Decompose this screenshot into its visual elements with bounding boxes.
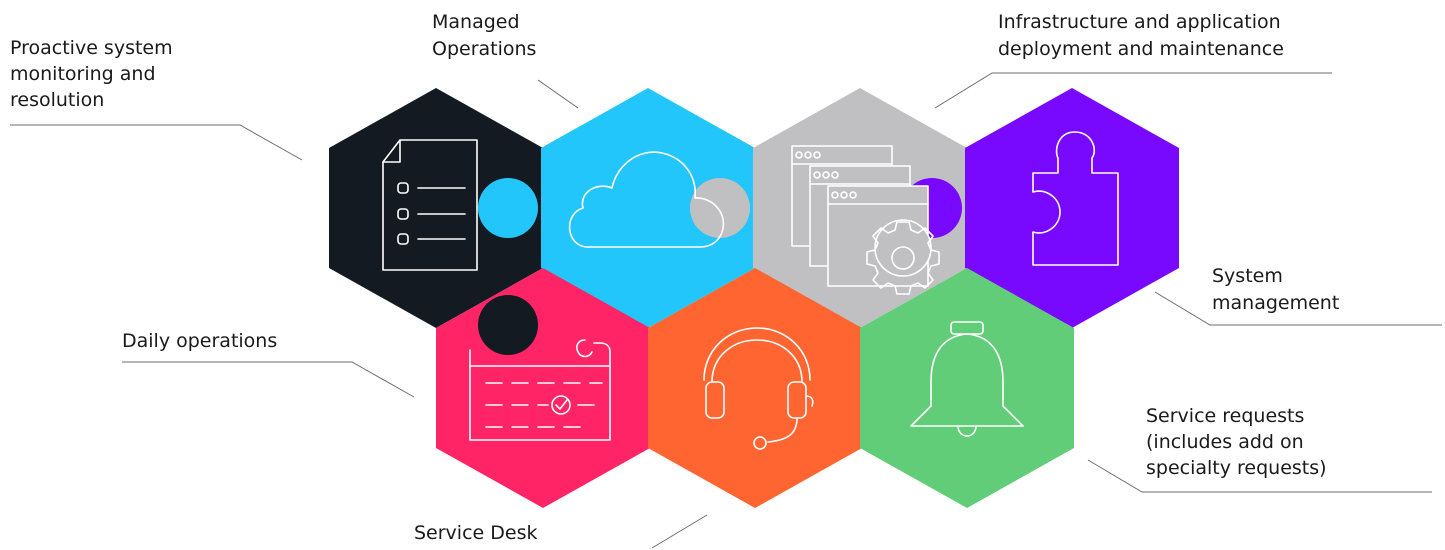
headset-icon — [703, 327, 814, 450]
label-service-desk-line-1: Service Desk — [414, 522, 537, 544]
label-proactive-line-2: monitoring and — [10, 63, 156, 85]
label-managed-line-1: Managed — [432, 11, 520, 33]
windows-gear-icon — [791, 145, 940, 295]
label-daily: Daily operations — [122, 330, 277, 352]
bell-icon — [910, 321, 1024, 437]
label-service-desk: Service Desk — [414, 522, 537, 544]
label-service-requests-line-1: Service requests — [1146, 405, 1304, 427]
knob-managed — [478, 178, 538, 238]
leader-infrastructure — [934, 72, 1332, 109]
leader-managed — [537, 79, 579, 109]
knob-service-requests — [860, 358, 920, 418]
label-system-line-1: System — [1212, 265, 1283, 287]
label-daily-line-1: Daily operations — [122, 330, 277, 352]
hex-service-desk — [648, 268, 862, 508]
label-managed-line-2: Operations — [432, 38, 536, 60]
label-infrastructure: Infrastructure and application deploymen… — [998, 11, 1287, 60]
leader-system — [1154, 291, 1442, 326]
label-service-requests-line-2: (includes add on — [1146, 431, 1304, 453]
puzzle-piece-icon — [1032, 131, 1119, 266]
label-infrastructure-line-1: Infrastructure and application — [998, 11, 1281, 33]
checklist-icon — [382, 139, 478, 271]
label-infrastructure-line-2: deployment and maintenance — [998, 38, 1284, 60]
label-proactive-line-3: resolution — [10, 89, 104, 111]
label-system-line-2: management — [1212, 292, 1339, 314]
hex-service-requests — [860, 268, 1074, 508]
label-system: System management — [1212, 265, 1339, 314]
knob-system-bottom — [1008, 238, 1068, 298]
hexagon-pieces — [329, 88, 1179, 508]
knob-proactive-bottom — [478, 295, 538, 355]
calendar-icon — [469, 339, 611, 441]
leader-daily — [122, 361, 415, 398]
labels: Proactive system monitoring and resoluti… — [10, 11, 1339, 544]
cloud-icon — [568, 151, 725, 248]
label-managed: Managed Operations — [432, 11, 536, 60]
label-proactive-line-1: Proactive system — [10, 37, 173, 59]
label-service-requests: Service requests (includes add on specia… — [1146, 405, 1327, 479]
knob-service-desk — [650, 358, 710, 418]
leader-service-requests — [1087, 459, 1432, 493]
leader-proactive — [10, 124, 303, 161]
label-proactive: Proactive system monitoring and resoluti… — [10, 37, 179, 111]
leader-lines — [10, 72, 1442, 549]
label-service-requests-line-3: specialty requests) — [1146, 457, 1327, 479]
leader-service-desk — [651, 514, 708, 549]
hex-managed — [541, 88, 755, 328]
knob-infrastructure — [690, 178, 750, 238]
